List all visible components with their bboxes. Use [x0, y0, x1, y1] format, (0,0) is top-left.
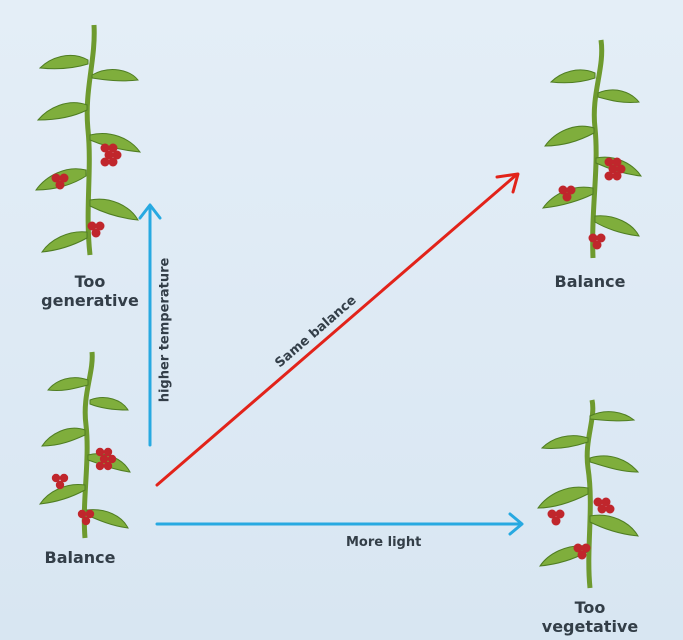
label-too-vegetative-line2: vegetative [541, 617, 639, 636]
label-too-generative-line1: Too [74, 272, 106, 291]
plant-balance-start [38, 351, 131, 539]
arrow-right [155, 512, 524, 536]
label-too-vegetative: Too vegetative [525, 598, 655, 636]
arrow-up [138, 203, 162, 447]
label-too-generative-line2: generative [41, 291, 139, 310]
label-higher-temperature: higher temperature [157, 257, 173, 403]
label-balance-target: Balance [554, 272, 626, 291]
plant-too-vegetative [537, 399, 640, 589]
label-too-generative: Too generative [30, 272, 150, 310]
label-more-light: More light [346, 535, 422, 550]
plant-too-generative [35, 24, 142, 256]
arrow-diagonal [155, 172, 520, 487]
label-too-vegetative-line1: Too [574, 598, 606, 617]
label-balance-start: Balance [44, 548, 116, 567]
plant-balance-target [541, 39, 643, 259]
